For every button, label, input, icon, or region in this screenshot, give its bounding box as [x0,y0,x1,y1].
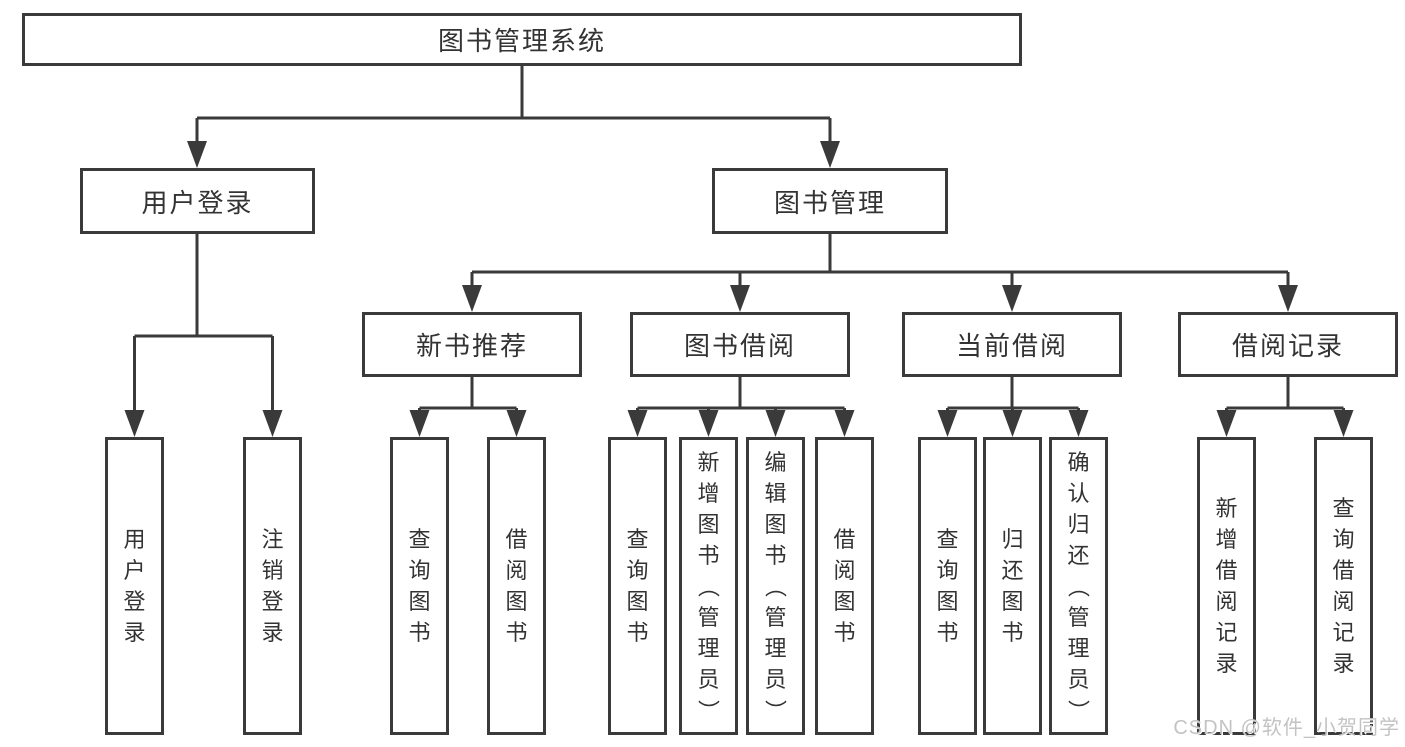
node-label: 查询图书 [936,527,959,645]
node-label: 新增借阅记录 [1215,496,1238,676]
csdn-watermark: CSDN @软件_小贺同学 [1173,717,1400,739]
leaf-query-borrow-record: 查询借阅记录 [1314,437,1373,735]
node-label: 新增图书（管理员） [695,449,721,722]
leaf-query-books-recommend: 查询图书 [390,437,449,735]
node-book-management: 图书管理 [712,168,948,234]
node-label: 确认归还（管理员） [1065,449,1091,722]
leaf-add-borrow-record: 新增借阅记录 [1197,437,1256,735]
leaf-user-login: 用户登录 [105,437,164,735]
node-label: 用户登录 [123,527,146,645]
leaf-edit-books-admin: 编辑图书（管理员） [746,437,805,735]
node-label: 借阅图书 [833,527,856,645]
leaf-add-books-admin: 新增图书（管理员） [679,437,738,735]
node-borrow-records: 借阅记录 [1178,312,1398,377]
node-label: 查询图书 [626,527,649,645]
node-label: 注销登录 [261,527,284,645]
node-current-borrow: 当前借阅 [902,312,1122,377]
node-library-management-system: 图书管理系统 [22,13,1022,66]
node-label: 用户登录 [141,187,254,218]
node-label: 查询借阅记录 [1332,496,1355,676]
node-label: 当前借阅 [955,331,1068,361]
node-label: 新书推荐 [415,331,528,361]
leaf-logout: 注销登录 [243,437,302,735]
leaf-confirm-return-admin: 确认归还（管理员） [1049,437,1108,735]
leaf-query-books-current: 查询图书 [918,437,977,735]
node-label: 归还图书 [1001,527,1024,645]
leaf-query-books: 查询图书 [608,437,667,735]
node-label: 查询图书 [408,527,431,645]
node-label: 图书管理 [773,187,886,218]
leaf-return-books: 归还图书 [983,437,1042,735]
node-label: 编辑图书（管理员） [762,449,788,722]
node-user-login: 用户登录 [80,168,315,234]
leaf-borrow-books-recommend: 借阅图书 [487,437,546,735]
node-label: 借阅记录 [1231,331,1344,361]
leaf-borrow-books: 借阅图书 [815,437,874,735]
node-book-borrow: 图书借阅 [630,312,850,377]
node-new-book-recommend: 新书推荐 [362,312,582,377]
node-label: 图书借阅 [683,331,796,361]
node-label: 图书管理系统 [437,26,606,56]
node-label: 借阅图书 [505,527,528,645]
